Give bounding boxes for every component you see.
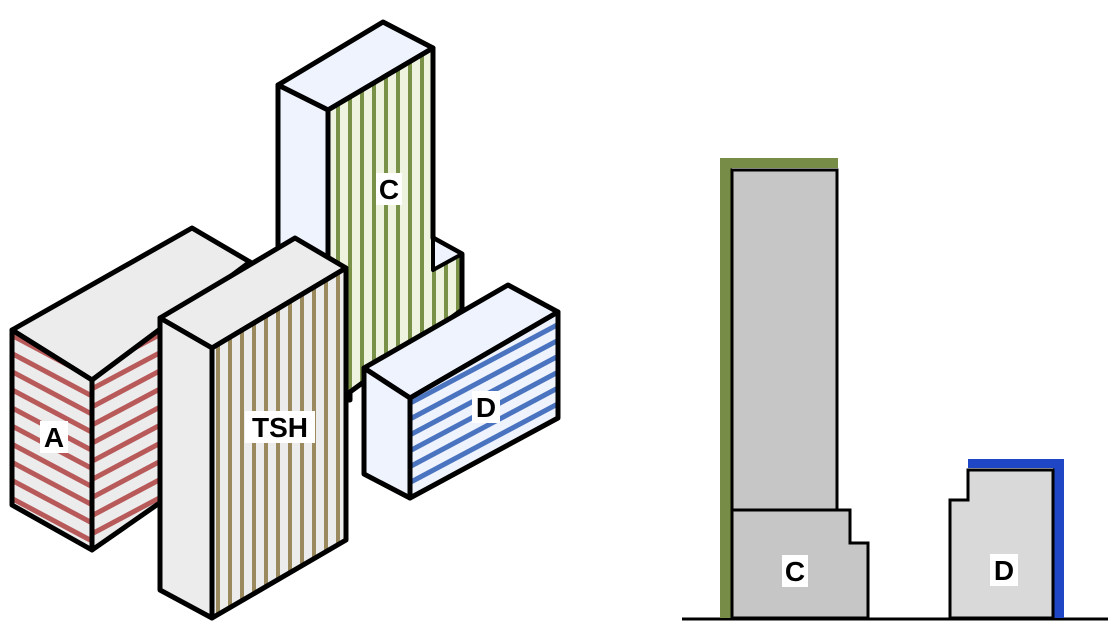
elevation-label-d: D	[994, 555, 1014, 586]
axon-label-a: A	[40, 421, 68, 453]
axon-label-tsh-text: TSH	[252, 412, 308, 443]
axon-label-tsh: TSH	[245, 411, 315, 443]
elevation-label-c: C	[785, 556, 805, 587]
elevation-c-top-edge	[720, 158, 838, 168]
elevation-d-edge	[1053, 462, 1064, 618]
axon-label-d-text: D	[476, 392, 496, 423]
elevation-building-c: C	[720, 158, 870, 620]
axon-label-c: C	[376, 173, 402, 205]
axon-label-d: D	[472, 391, 500, 423]
elevation-building-d: D	[948, 459, 1064, 620]
elevation-d-top-edge	[968, 459, 1064, 468]
elevation-c-edge	[720, 158, 732, 618]
axon-label-c-text: C	[379, 174, 399, 205]
axon-label-a-text: A	[44, 422, 64, 453]
